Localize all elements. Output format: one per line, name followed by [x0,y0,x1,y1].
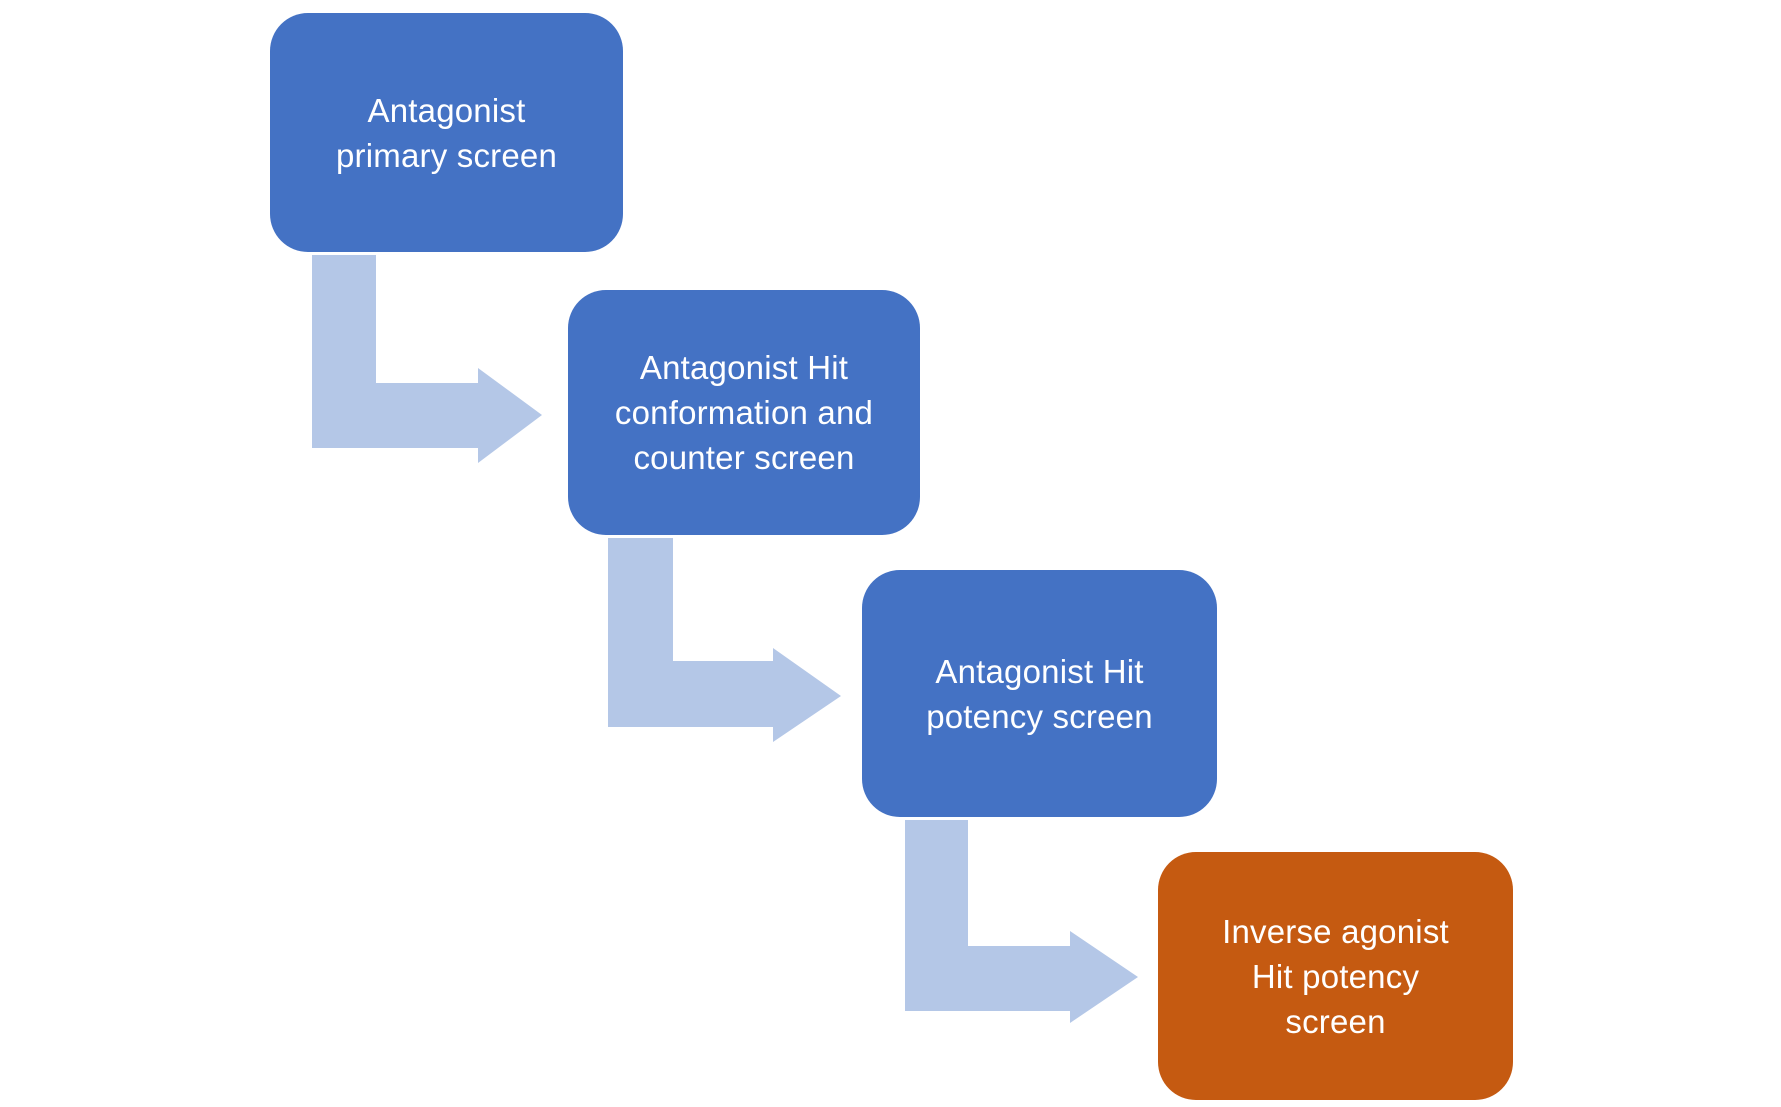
node-label-line: Inverse agonist [1222,912,1449,950]
node-label-line: Antagonist [367,91,526,129]
node-antagonist-primary-screen: Antagonist primary screen [270,13,623,252]
node-inverse-agonist-hit-potency-screen: Inverse agonist Hit potency screen [1158,852,1513,1100]
elbow-arrow-1 [312,255,542,463]
node-label-line: Hit potency [1251,957,1420,995]
node-label-line: screen [1285,1002,1386,1040]
node-label-line: counter screen [633,439,855,476]
elbow-arrow-3 [905,820,1138,1023]
node-antagonist-hit-conformation-counter-screen: Antagonist Hit conformation and counter … [568,290,920,535]
node-label-line: Antagonist Hit [639,349,849,386]
node-label-line: primary screen [335,136,558,174]
node-label-line: Antagonist Hit [935,652,1144,690]
elbow-arrow-2 [608,538,841,742]
node-antagonist-hit-potency-screen: Antagonist Hit potency screen [862,570,1217,817]
node-label-line: potency screen [926,697,1153,735]
node-label-line: conformation and [614,394,874,431]
